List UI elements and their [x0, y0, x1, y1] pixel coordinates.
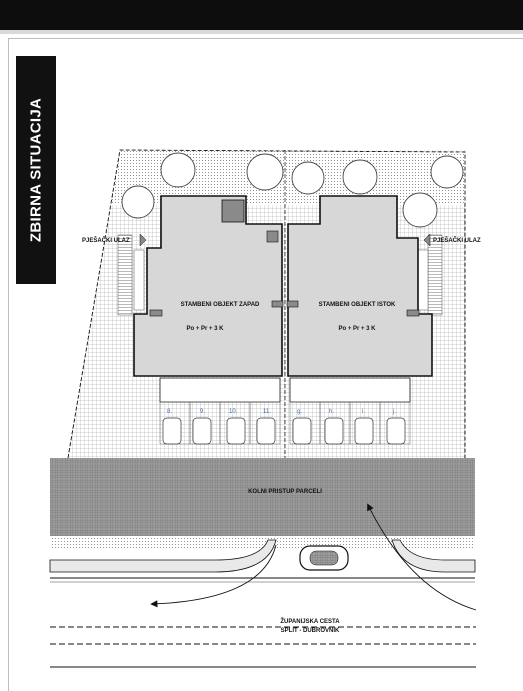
building-west-floors: Po + Pr + 3 K — [186, 326, 224, 332]
carport-east — [289, 377, 411, 403]
west-path-inner — [133, 249, 145, 311]
road-route-label: SPLIT - DUBROVNIK — [281, 628, 340, 634]
access-road-sidewalk — [50, 536, 475, 550]
parking-label: 10. — [229, 409, 238, 415]
access-road — [50, 458, 475, 536]
road-name-label: ŽUPANIJSKA CESTA — [280, 617, 340, 625]
carport-west — [159, 377, 281, 403]
parking-label: 9. — [200, 409, 205, 415]
entrance-curb-east — [391, 539, 476, 573]
north-garden-strip — [110, 150, 465, 205]
entry-traffic-arrow — [367, 503, 477, 611]
vent-east — [406, 309, 420, 317]
top-bar-shadow — [0, 30, 523, 34]
west-path — [117, 234, 133, 316]
parking-label: g. — [297, 409, 302, 415]
pedestrian-arrow-east — [423, 233, 431, 247]
building-east-label: STAMBENI OBJEKT ISTOK — [319, 302, 396, 308]
stair-core-west — [221, 199, 245, 223]
building-east — [287, 195, 433, 377]
trees — [121, 152, 464, 228]
building-east-floors: Po + Pr + 3 K — [338, 326, 376, 332]
vent-center-2 — [286, 300, 299, 308]
pedestrian-entrance-west-label: PJEŠAČKI ULAZ — [82, 236, 130, 244]
entrance-curb-west — [49, 539, 277, 573]
parking-label: h. — [329, 409, 334, 415]
sheet-title-block: ZBIRNA SITUACIJA — [16, 56, 56, 284]
building-west — [133, 195, 283, 377]
vent-center-1 — [271, 300, 284, 308]
access-road-label: KOLNI PRISTUP PARCELI — [248, 489, 322, 495]
top-bar — [0, 0, 523, 30]
parking-label: j. — [392, 409, 396, 415]
parking-label: 11. — [263, 409, 271, 415]
chimney-west — [266, 230, 279, 243]
parked-cars — [162, 417, 406, 445]
vent-west — [149, 309, 163, 317]
parking-label: i. — [362, 409, 365, 415]
exit-traffic-arrow — [150, 544, 277, 608]
parking-label: 8. — [167, 409, 172, 415]
east-path-inner — [417, 249, 429, 311]
site-boundary — [67, 149, 466, 459]
building-west-label: STAMBENI OBJEKT ZAPAD — [181, 302, 260, 308]
traffic-island-inner — [309, 550, 339, 566]
east-path — [427, 234, 443, 316]
pedestrian-entrance-east-label: PJEŠAČKI ULAZ — [433, 236, 481, 244]
pedestrian-arrow-west — [139, 233, 147, 247]
